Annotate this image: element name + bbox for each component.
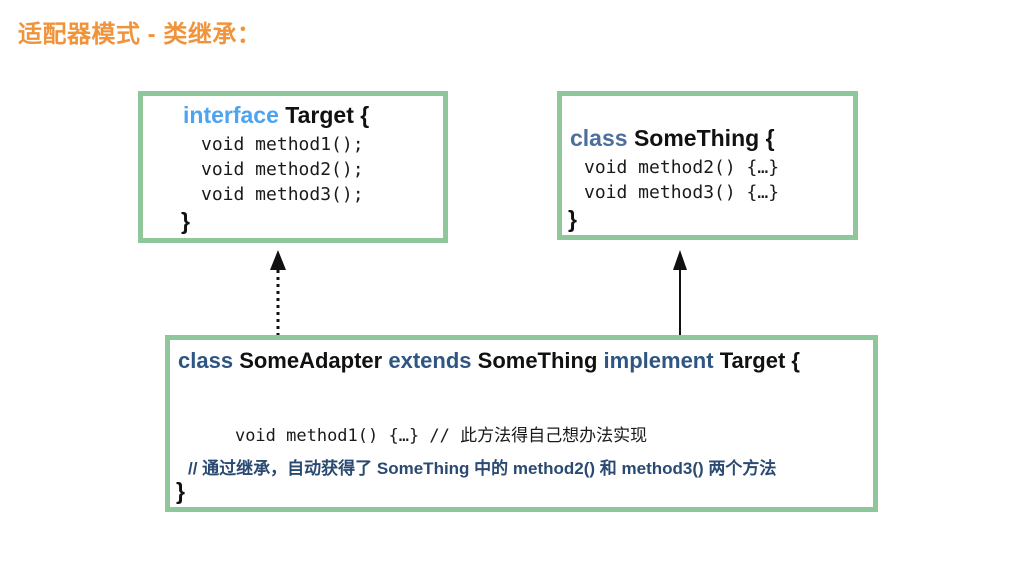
class-box-something: class SomeThing { void method2() {…} voi… [557, 91, 858, 240]
something-method-line-1: void method2() {…} [584, 157, 780, 178]
class-box-adapter: class SomeAdapter extends SomeThing impl… [165, 335, 878, 512]
adapter-closing-brace: } [176, 478, 185, 504]
arrow-implements-head [270, 250, 286, 270]
keyword-interface: interface [183, 102, 279, 128]
keyword-implement: implement [603, 348, 714, 373]
arrow-extends-solid [673, 250, 687, 336]
target-method-line-1: void method1(); [201, 134, 364, 155]
adapter-method-code: void method1() {…} // [234, 426, 461, 446]
type-name-target: Target { [719, 348, 800, 373]
adapter-signature: class SomeAdapter extends SomeThing impl… [178, 348, 800, 374]
page-title: 适配器模式 - 类继承： [18, 21, 262, 48]
something-method-line-2: void method3() {…} [584, 182, 780, 203]
keyword-class: class [570, 125, 628, 151]
adapter-inheritance-comment: // 通过继承，自动获得了 SomeThing 中的 method2() 和 m… [188, 459, 777, 478]
something-closing-brace: } [568, 206, 577, 232]
adapter-method-line: void method1() {…} // 此方法得自己想办法实现 [194, 401, 647, 466]
class-box-target: interface Target { void method1(); void … [138, 91, 448, 243]
type-name-someadapter: SomeAdapter [239, 348, 383, 373]
target-method-line-3: void method3(); [201, 184, 364, 205]
type-name-something: SomeThing { [633, 125, 775, 151]
something-signature: class SomeThing { [570, 125, 775, 152]
arrow-extends-head [673, 250, 687, 270]
target-closing-brace: } [181, 208, 190, 234]
adapter-method-inline-comment: 此方法得自己想办法实现 [460, 426, 648, 445]
type-name-something: SomeThing [477, 348, 598, 373]
type-name-target: Target { [285, 102, 370, 128]
target-method-line-2: void method2(); [201, 159, 364, 180]
keyword-extends: extends [388, 348, 472, 373]
keyword-class: class [178, 348, 234, 373]
arrow-implements-dotted [270, 250, 286, 336]
target-signature: interface Target { [183, 102, 369, 129]
